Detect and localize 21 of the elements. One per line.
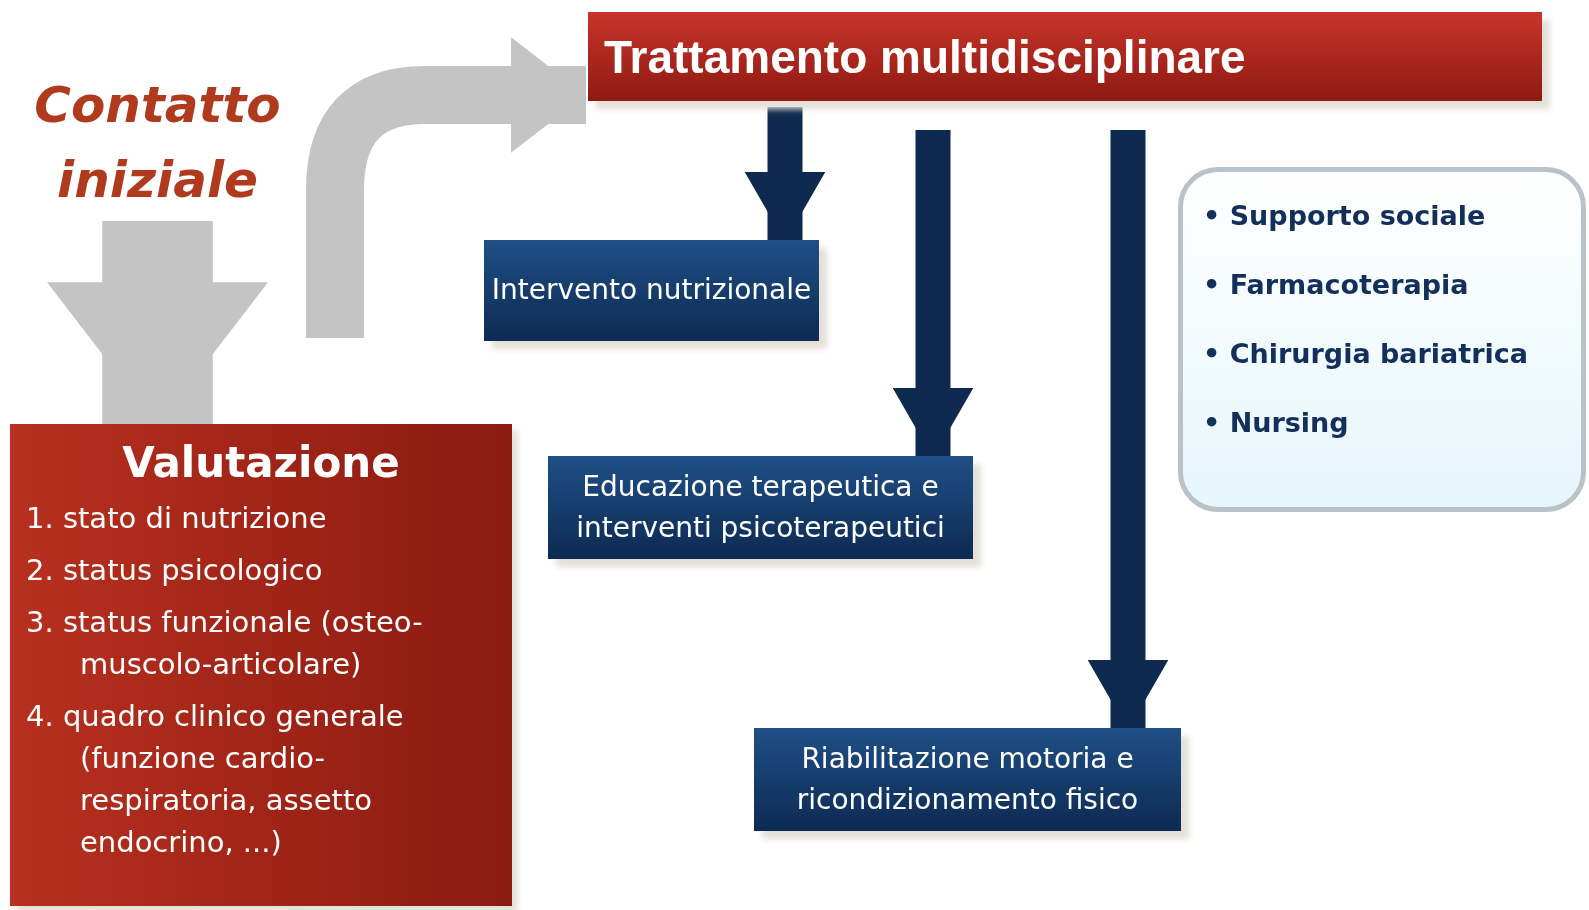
list-item: 3. status funzionale (osteo-muscolo-articolare) [26, 604, 424, 684]
list-item: 1. stato di nutrizione [26, 500, 328, 537]
process-box: Intervento nutrizionale [484, 240, 819, 341]
arrow [1087, 130, 1169, 730]
list-item: • Nursing [1203, 407, 1350, 438]
panel-heading: Valutazione [121, 438, 401, 487]
arrow [744, 107, 826, 242]
block-arrow [46, 221, 269, 426]
title-banner: Trattamento multidisciplinare [588, 12, 1542, 101]
list-item: 2. status psicologico [26, 552, 324, 590]
list-item: • Chirurgia bariatrica [1203, 338, 1530, 369]
list-item: • Farmacoterapia [1203, 269, 1470, 300]
process-box: Educazione terapeutica e interventi psicoterapeutici [548, 456, 973, 559]
info-panel [1178, 167, 1586, 512]
list-item: • Supporto sociale [1203, 200, 1487, 231]
process-box: Riabilitazione motoria e ricondizionamento fisico [754, 728, 1181, 831]
list-item: 4. quadro clinico generale (funzione cardio-respiratoria, assetto endocrino, ...) [26, 698, 405, 862]
arrow [892, 130, 974, 458]
assessment-panel [10, 424, 512, 906]
heading-text: Contatto iniziale [33, 75, 282, 211]
block-arrow [306, 37, 586, 338]
